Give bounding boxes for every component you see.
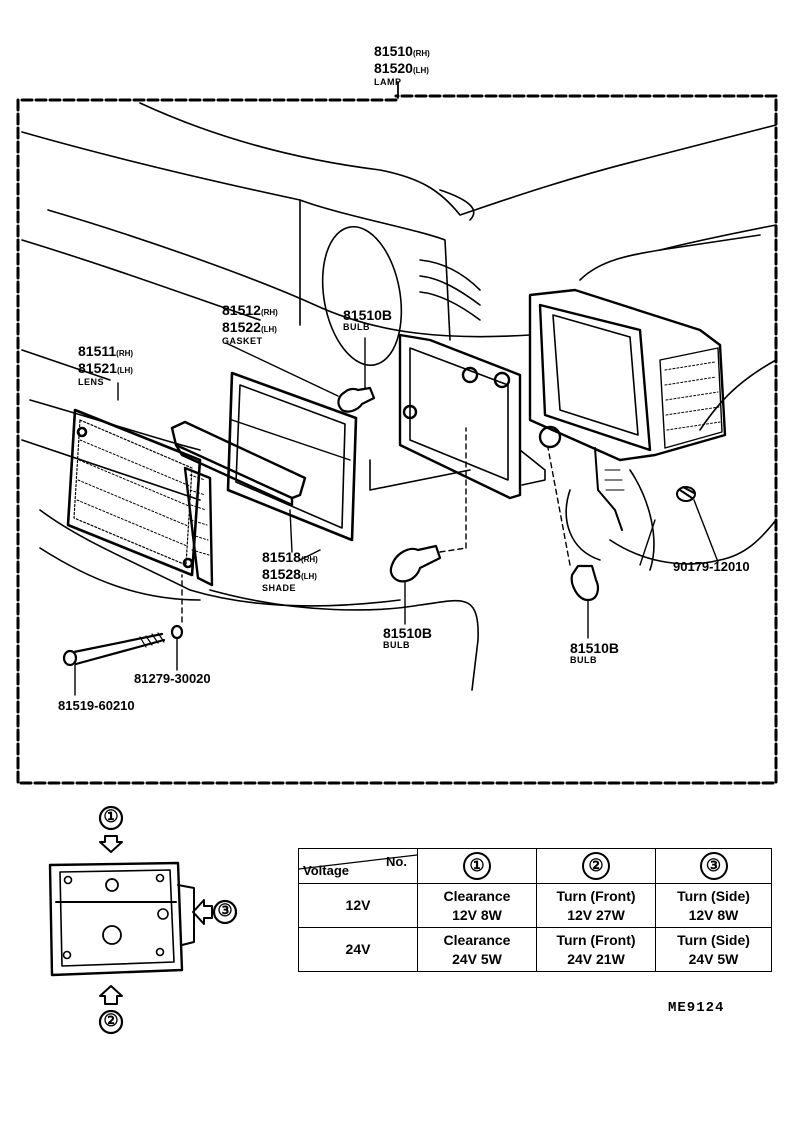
side-suffix: (LH)	[412, 66, 429, 75]
view-arrows	[99, 835, 213, 1005]
diagram-frame	[16, 94, 778, 785]
table-cell: Turn (Side)12V 8W	[655, 883, 772, 928]
callout-lamp: 81510(RH) 81520(LH) LAMP	[374, 44, 430, 87]
side-suffix: (LH)	[300, 572, 317, 581]
drawing-code: ME9124	[668, 1000, 725, 1016]
voltage-cell: 12V	[298, 883, 418, 928]
arrow-up-icon	[99, 985, 123, 1005]
part-number: 81521	[78, 360, 117, 376]
lamp-housing	[528, 288, 727, 531]
part-number: 81512	[222, 302, 261, 318]
table-header-row: No. Voltage ① ② ③	[298, 848, 772, 884]
callout-lens: 81511(RH) 81521(LH) LENS	[78, 344, 133, 387]
view-marker-2-circle	[98, 1009, 124, 1035]
view-marker-2: ②	[103, 1011, 119, 1030]
callout-screw: 90179-12010	[673, 559, 750, 574]
part-name: SHADE	[262, 583, 297, 593]
part-number: 81528	[262, 566, 301, 582]
washer	[170, 574, 184, 671]
part-number: 81522	[222, 319, 261, 335]
header-diagonal	[299, 854, 417, 870]
bulb-middle	[389, 427, 467, 625]
view-marker-3-circle	[212, 899, 238, 925]
lamp-front-view	[48, 861, 195, 977]
part-number: 81510	[374, 43, 413, 59]
part-name: LENS	[78, 377, 105, 387]
table-cell: Turn (Front)24V 21W	[536, 927, 656, 972]
callout-bolt: 81519-60210	[58, 698, 135, 713]
side-suffix: (RH)	[116, 349, 134, 358]
side-suffix: (RH)	[412, 49, 430, 58]
part-name: BULB	[570, 655, 597, 665]
callout-leaders	[117, 342, 656, 566]
header-col-3: ③	[655, 848, 772, 884]
arrow-left-icon	[192, 899, 213, 925]
voltage-cell: 24V	[298, 927, 418, 972]
vehicle-body-outline	[21, 102, 777, 691]
table-cell: Turn (Front)12V 27W	[536, 883, 656, 928]
part-number: 81510B	[343, 307, 393, 323]
callout-washer: 81279-30020	[134, 671, 211, 686]
table-corner-cell: No. Voltage	[298, 848, 418, 884]
header-col-1: ①	[417, 848, 537, 884]
callout-bulb-right: 81510B BULB	[570, 641, 619, 665]
mounting-plate	[398, 333, 562, 500]
part-name: BULB	[343, 322, 370, 332]
side-suffix: (LH)	[116, 366, 133, 375]
screw	[676, 486, 719, 563]
lens	[66, 408, 202, 577]
part-number: 81510B	[570, 640, 620, 656]
bolt	[62, 632, 166, 696]
side-suffix: (LH)	[260, 325, 277, 334]
part-name: LAMP	[374, 77, 402, 87]
view-marker-1: ①	[103, 807, 119, 826]
side-suffix: (RH)	[300, 555, 318, 564]
part-number: 81518	[262, 549, 301, 565]
arrow-down-icon	[99, 835, 123, 853]
bulb-top	[337, 337, 376, 413]
callout-bulb-top: 81510B BULB	[343, 308, 392, 332]
view-marker-1-circle	[98, 805, 124, 831]
callout-shade: 81518(RH) 81528(LH) SHADE	[262, 550, 318, 593]
callout-gasket: 81512(RH) 81522(LH) GASKET	[222, 303, 278, 346]
callout-bulb-middle: 81510B BULB	[383, 626, 432, 650]
part-number: 81520	[374, 60, 413, 76]
bulb-right	[547, 447, 599, 639]
part-name: GASKET	[222, 336, 263, 346]
part-number: 81511	[78, 343, 117, 359]
gasket	[226, 371, 358, 542]
table-cell: Turn (Side)24V 5W	[655, 927, 772, 972]
part-number: 81510B	[383, 625, 433, 641]
side-suffix: (RH)	[260, 308, 278, 317]
view-marker-3: ③	[217, 901, 233, 920]
view-marker-circles	[98, 805, 238, 1035]
header-col-2: ②	[536, 848, 656, 884]
part-name: BULB	[383, 640, 410, 650]
